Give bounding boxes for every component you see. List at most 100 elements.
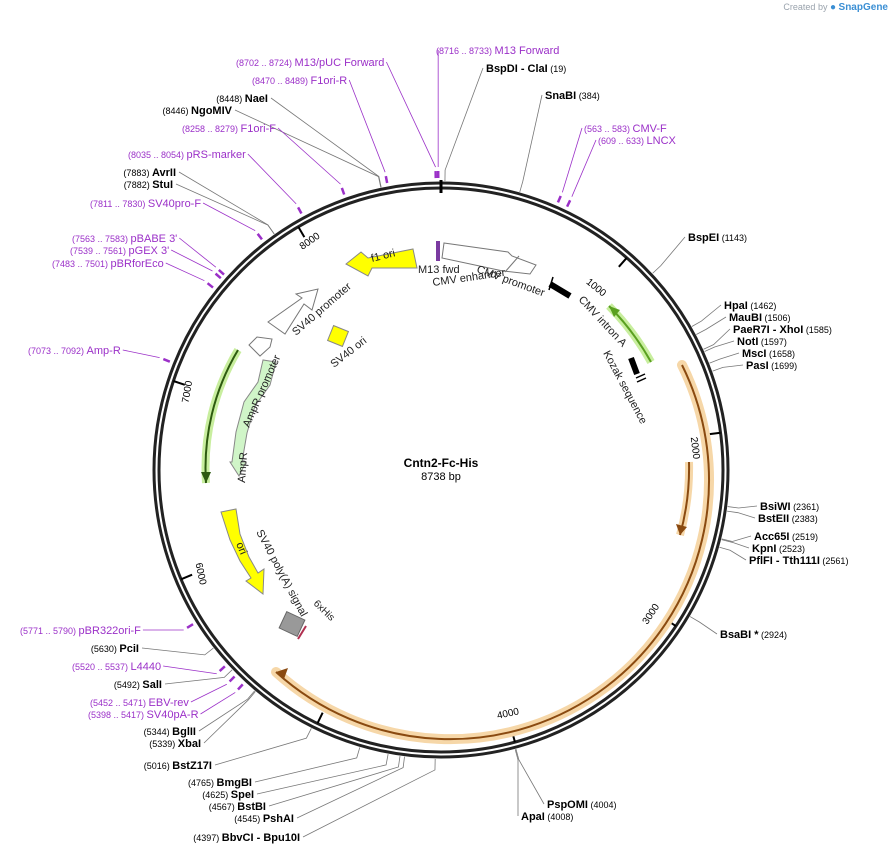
primer-name: F1ori-F	[241, 123, 277, 135]
primer-range: (5398 .. 5417)	[88, 710, 147, 720]
enzyme-label: (5339) XbaI	[149, 738, 201, 750]
enzyme-name: HpaI	[724, 300, 748, 312]
enzyme-name: BsiWI	[760, 501, 791, 513]
primer-name: Amp-R	[87, 345, 121, 357]
primer-leader-line	[170, 249, 213, 272]
enzyme-label: (5630) PciI	[91, 643, 139, 655]
enzyme-name-extra: - Bpu10I	[254, 832, 300, 844]
f1-ori-label: f1 ori	[370, 247, 397, 265]
primer-mark	[565, 199, 572, 208]
enzyme-position: (4545)	[234, 814, 263, 824]
enzyme-position: (1585)	[803, 325, 832, 335]
enzyme-leader-line	[727, 505, 758, 509]
m13-fwd-label: M13 fwd	[418, 264, 460, 276]
enzyme-name: BglII	[172, 726, 196, 738]
plasmid-name: Cntn2-Fc-His	[404, 456, 479, 470]
enzyme-position: (1506)	[762, 313, 791, 323]
primer-mark	[217, 268, 225, 276]
enzyme-name: NaeI	[245, 93, 268, 105]
enzyme-label: BsiWI (2361)	[760, 501, 819, 513]
enzyme-leader-line	[268, 756, 401, 807]
enzyme-name: StuI	[152, 179, 173, 191]
feature-cmv-arrows	[441, 242, 537, 275]
enzyme-label: BsaBI * (2924)	[720, 629, 787, 641]
enzyme-position: (5630)	[91, 644, 120, 654]
enzyme-label: (4765) BmgBI	[188, 777, 252, 789]
enzyme-leader-line	[270, 97, 382, 188]
enzyme-position: (2924)	[759, 630, 788, 640]
enzyme-name: Acc65I	[754, 531, 789, 543]
primer-mark	[228, 675, 236, 683]
enzyme-leader-line	[214, 728, 312, 766]
enzyme-leader-line	[178, 171, 275, 235]
primer-label: (8470 .. 8489) F1ori-R	[252, 75, 347, 87]
enzyme-position: (2361)	[791, 502, 820, 512]
enzyme-leader-line	[444, 67, 484, 182]
enzyme-name: ApaI	[521, 811, 545, 823]
sv40-promoter-arrow	[267, 288, 319, 335]
ori-arrow	[220, 508, 265, 595]
primer-mark	[206, 282, 214, 289]
tick-label-7000: 7000	[181, 380, 196, 404]
enzyme-position: (4625)	[202, 790, 231, 800]
enzyme-name: MauBI	[729, 312, 762, 324]
feature-ampr-dark-arc	[201, 347, 242, 484]
tick-mark-7000	[173, 380, 186, 386]
primer-label: (8035 .. 8054) pRS-marker	[128, 149, 246, 161]
primer-name: M13/pUC Forward	[295, 57, 385, 69]
enzyme-position: (5344)	[144, 727, 173, 737]
enzyme-label: ApaI (4008)	[521, 811, 573, 823]
feature-orange-arc	[271, 360, 715, 745]
sv40-ori-box	[326, 324, 350, 348]
primer-range: (8702 .. 8724)	[236, 58, 295, 68]
enzyme-label: (4567) BstBI	[209, 801, 266, 813]
enzyme-leader-line	[254, 747, 361, 783]
primer-name: pRS-marker	[187, 149, 247, 161]
primer-label: (5520 .. 5537) L4440	[72, 661, 161, 673]
primer-mark	[162, 357, 171, 363]
enzyme-label: HpaI (1462)	[724, 300, 776, 312]
tick-mark-8000	[297, 226, 306, 238]
enzyme-leader-line	[719, 546, 747, 561]
enzyme-leader-line	[691, 304, 722, 327]
enzyme-position: (1699)	[769, 361, 798, 371]
primer-name: EBV-rev	[149, 697, 190, 709]
primer-name: SV40pro-F	[148, 198, 201, 210]
tick-label-4000: 4000	[496, 706, 520, 721]
enzyme-leader-line	[141, 647, 214, 656]
enzyme-label: KpnI (2523)	[752, 543, 805, 555]
feature-kozak-bar	[628, 356, 647, 383]
primer-name: M13 Forward	[495, 45, 560, 57]
enzyme-leader-line	[727, 510, 756, 519]
primer-mark	[186, 623, 194, 629]
enzyme-position: (4008)	[545, 812, 574, 822]
enzyme-label: (4545) PshAI	[234, 813, 294, 825]
enzyme-name: BsaBI *	[720, 629, 759, 641]
enzyme-leader-line	[696, 316, 727, 335]
primer-mark	[256, 233, 263, 241]
primer-range: (7483 .. 7501)	[52, 259, 111, 269]
enzyme-position: (1143)	[719, 233, 747, 243]
primer-label: (8702 .. 8724) M13/pUC Forward	[236, 57, 384, 69]
enzyme-position: (8448)	[216, 94, 245, 104]
site-labels: BspDI - ClaI (19)SnaBI (384)BspEI (1143)…	[20, 45, 848, 844]
ampr-label: AmpR	[236, 452, 250, 483]
ori-label: ori	[233, 540, 249, 556]
primer-label: (8716 .. 8733) M13 Forward	[436, 45, 559, 57]
primer-range: (609 .. 633)	[598, 136, 647, 146]
primer-name: SV40pA-R	[147, 709, 199, 721]
enzyme-name: PshAI	[263, 813, 294, 825]
primer-range: (7811 .. 7830)	[90, 199, 148, 209]
primer-mark	[340, 187, 346, 195]
enzyme-name: KpnI	[752, 543, 776, 555]
enzyme-label: (5492) SalI	[114, 679, 162, 691]
enzyme-label: PspOMI (4004)	[547, 799, 616, 811]
enzyme-leader-line	[704, 340, 735, 352]
primer-name: CMV-F	[633, 123, 668, 135]
primer-range: (5520 .. 5537)	[72, 662, 131, 672]
primer-mark	[237, 683, 244, 691]
enzyme-name: AvrII	[152, 167, 176, 179]
primer-leader-line	[277, 127, 341, 185]
tick-label-6000: 6000	[193, 562, 208, 586]
enzyme-name: PaeR7I	[733, 324, 770, 336]
